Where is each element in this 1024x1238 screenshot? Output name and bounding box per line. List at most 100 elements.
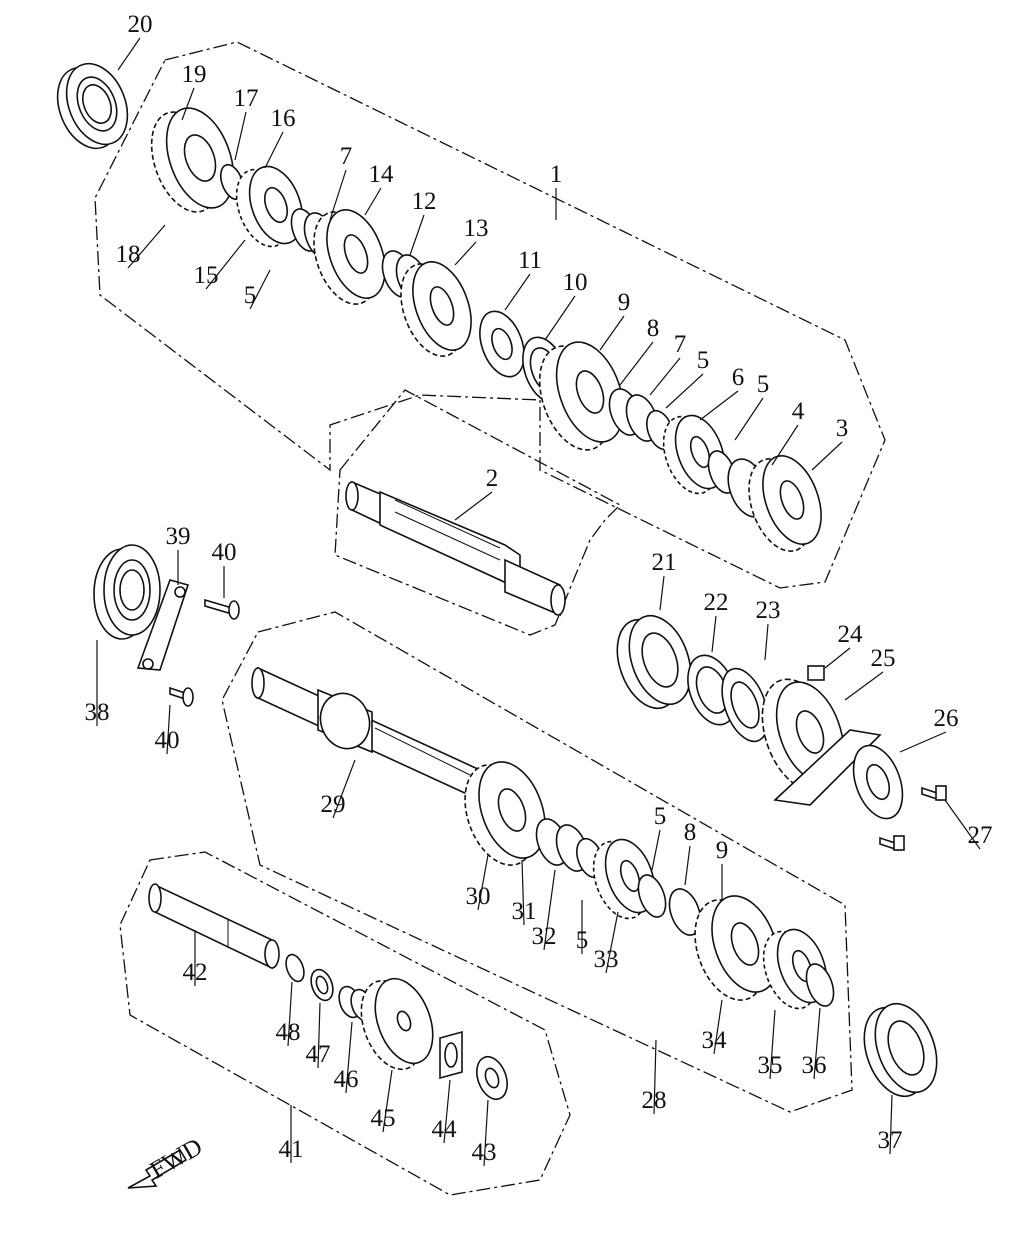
callout-20: 20 <box>128 11 153 38</box>
leader-line-6 <box>699 390 739 421</box>
callout-6: 6 <box>732 364 745 391</box>
leader-line-23 <box>764 623 769 661</box>
leader-lines <box>96 37 981 1167</box>
clip-48 <box>285 953 305 983</box>
callout-47: 47 <box>306 1041 331 1068</box>
callout-41: 41 <box>279 1136 304 1163</box>
fixing-plate-26 <box>852 744 904 820</box>
leader-line-7 <box>649 357 681 396</box>
callout-3: 3 <box>836 415 849 442</box>
gear-34-9-lower <box>694 895 779 1001</box>
callout-26: 26 <box>934 705 959 732</box>
gear-13 <box>400 261 472 357</box>
callout-5: 5 <box>576 927 589 954</box>
callout-33: 33 <box>594 946 619 973</box>
leader-line-4 <box>771 424 799 466</box>
leader-line-5 <box>665 373 704 409</box>
callout-18: 18 <box>116 241 141 268</box>
fwd-label: FWD <box>146 1133 208 1184</box>
callout-5: 5 <box>654 803 667 830</box>
bearing-20 <box>56 62 129 150</box>
callout-34: 34 <box>702 1027 728 1054</box>
leader-line-7 <box>329 169 347 221</box>
callout-2: 2 <box>486 465 499 492</box>
callout-25: 25 <box>871 645 896 672</box>
leader-line-36 <box>813 1007 821 1080</box>
callout-46: 46 <box>334 1066 359 1093</box>
callout-16: 16 <box>271 105 296 132</box>
leader-line-15 <box>205 239 246 290</box>
gear-45 <box>360 977 434 1071</box>
callout-10: 10 <box>563 269 588 296</box>
callout-48: 48 <box>276 1019 301 1046</box>
leader-line-31 <box>521 859 525 926</box>
callout-21: 21 <box>652 549 677 576</box>
callout-24: 24 <box>838 621 864 648</box>
leader-line-19 <box>181 87 195 121</box>
leader-line-27 <box>944 799 981 850</box>
callout-labels: 1234555556778899101112131415161718192021… <box>85 11 993 1166</box>
screw-40-bottom <box>169 686 194 707</box>
callout-39: 39 <box>166 523 191 550</box>
leader-line-34 <box>713 999 723 1055</box>
leader-line-9 <box>599 315 625 351</box>
leader-line-37 <box>889 1094 893 1155</box>
leader-line-45 <box>382 1069 393 1133</box>
bolts-27 <box>879 785 947 852</box>
leader-line-8 <box>619 341 654 386</box>
countershaft-29 <box>251 666 486 802</box>
assembly-outline-28 <box>221 611 853 1113</box>
callout-19: 19 <box>182 61 207 88</box>
leader-line-14 <box>364 187 382 216</box>
bolt-24 <box>807 665 825 681</box>
bearing-38 <box>93 544 161 640</box>
leader-line-25 <box>844 671 884 701</box>
leader-line-26 <box>899 731 947 753</box>
gear-9-upper <box>538 341 625 451</box>
bearing-37 <box>863 1002 938 1098</box>
leader-line-22 <box>711 615 717 653</box>
callout-17: 17 <box>234 85 259 112</box>
chain-segment <box>773 729 882 806</box>
callout-37: 37 <box>878 1127 903 1154</box>
leader-line-8 <box>684 845 691 886</box>
leader-line-32 <box>543 869 556 951</box>
gear-14 <box>313 209 386 305</box>
washer-11 <box>479 310 525 378</box>
leader-line-18 <box>127 224 166 269</box>
leader-line-28 <box>653 1039 657 1115</box>
leader-line-16 <box>264 131 284 169</box>
leader-line-12 <box>409 214 425 256</box>
callout-38: 38 <box>85 699 110 726</box>
plate-23 <box>721 667 769 743</box>
assembly-outline-1 <box>94 41 886 589</box>
callout-40: 40 <box>155 727 180 754</box>
assembly-outline-41 <box>119 851 571 1196</box>
gear-16-15 <box>235 165 304 248</box>
callout-45: 45 <box>371 1105 396 1132</box>
leader-line-33 <box>605 911 619 974</box>
callout-35: 35 <box>758 1052 783 1079</box>
callout-8: 8 <box>647 315 660 342</box>
callout-32: 32 <box>532 923 557 950</box>
callout-42: 42 <box>183 959 208 986</box>
callout-29: 29 <box>321 791 346 818</box>
gear-30 <box>464 761 546 866</box>
callout-43: 43 <box>472 1139 497 1166</box>
callout-7: 7 <box>674 331 687 358</box>
callout-44: 44 <box>432 1116 458 1143</box>
callout-40: 40 <box>212 539 237 566</box>
callout-5: 5 <box>757 371 770 398</box>
fwd-arrow-icon: FWD <box>127 1133 208 1189</box>
callout-9: 9 <box>618 289 631 316</box>
callout-28: 28 <box>642 1087 667 1114</box>
callout-15: 15 <box>194 262 219 289</box>
washer-5-8-lower <box>637 874 702 936</box>
retainer-plate-39 <box>136 579 190 671</box>
bushing-31-32 <box>535 818 604 879</box>
washer-47 <box>310 968 334 1002</box>
shaft-42 <box>148 883 280 970</box>
leader-line-5 <box>249 269 271 310</box>
callout-5: 5 <box>697 347 710 374</box>
